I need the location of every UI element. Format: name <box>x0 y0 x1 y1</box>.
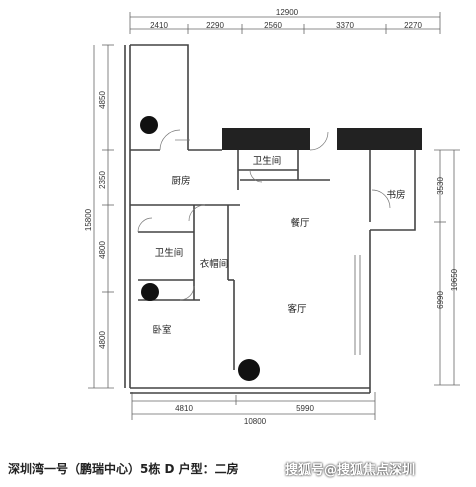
bottom-total-dimension: 10800 <box>244 417 267 426</box>
top-dimension-lines <box>129 12 441 34</box>
interior-walls <box>130 149 371 370</box>
top-dimension-3: 2560 <box>264 21 282 30</box>
right-dimension-2: 6990 <box>436 291 445 309</box>
right-dimension-lines <box>434 149 460 386</box>
outer-walls <box>124 44 416 394</box>
left-dimension-4: 4800 <box>98 331 107 349</box>
column-bedroom <box>141 283 159 301</box>
room-study: 书房 <box>386 189 405 201</box>
left-dimension-1: 4850 <box>98 91 107 109</box>
room-living: 客厅 <box>287 303 307 315</box>
top-total-dimension: 12900 <box>276 8 299 17</box>
room-bedroom: 卧室 <box>152 324 171 336</box>
room-bathroom-top: 卫生间 <box>253 155 282 167</box>
floor-plan: 12900 2410 2290 2560 3370 2270 15800 485… <box>84 8 460 426</box>
bottom-dimension-2: 5990 <box>296 404 314 413</box>
bottom-dimension-1: 4810 <box>175 404 193 413</box>
top-dimension-1: 2410 <box>150 21 168 30</box>
left-total-dimension: 15800 <box>84 208 93 231</box>
right-dimension-1: 3530 <box>436 177 445 195</box>
room-dining: 餐厅 <box>290 217 310 229</box>
door-swings <box>137 129 391 301</box>
balcony-rail-right <box>337 128 422 150</box>
right-total-dimension: 10650 <box>450 268 459 291</box>
balcony-rail-left <box>222 128 310 150</box>
top-dimension-4: 3370 <box>336 21 354 30</box>
column-living <box>238 359 260 381</box>
watermark: 搜狐号@搜狐焦点深圳 <box>285 463 416 478</box>
top-dimension-5: 2270 <box>404 21 422 30</box>
room-bathroom-left: 卫生间 <box>155 247 184 259</box>
column-top-left <box>140 116 158 134</box>
room-kitchen: 厨房 <box>171 175 190 187</box>
top-dimension-2: 2290 <box>206 21 224 30</box>
plan-caption: 深圳湾一号（鹏瑞中心）5栋 D 户型：二房 <box>8 462 239 476</box>
left-dimension-2: 2350 <box>98 171 107 189</box>
left-dimension-3: 4800 <box>98 241 107 259</box>
left-dimension-lines <box>88 44 114 389</box>
bottom-dimension-lines <box>131 392 376 420</box>
room-closet: 衣帽间 <box>200 258 229 270</box>
